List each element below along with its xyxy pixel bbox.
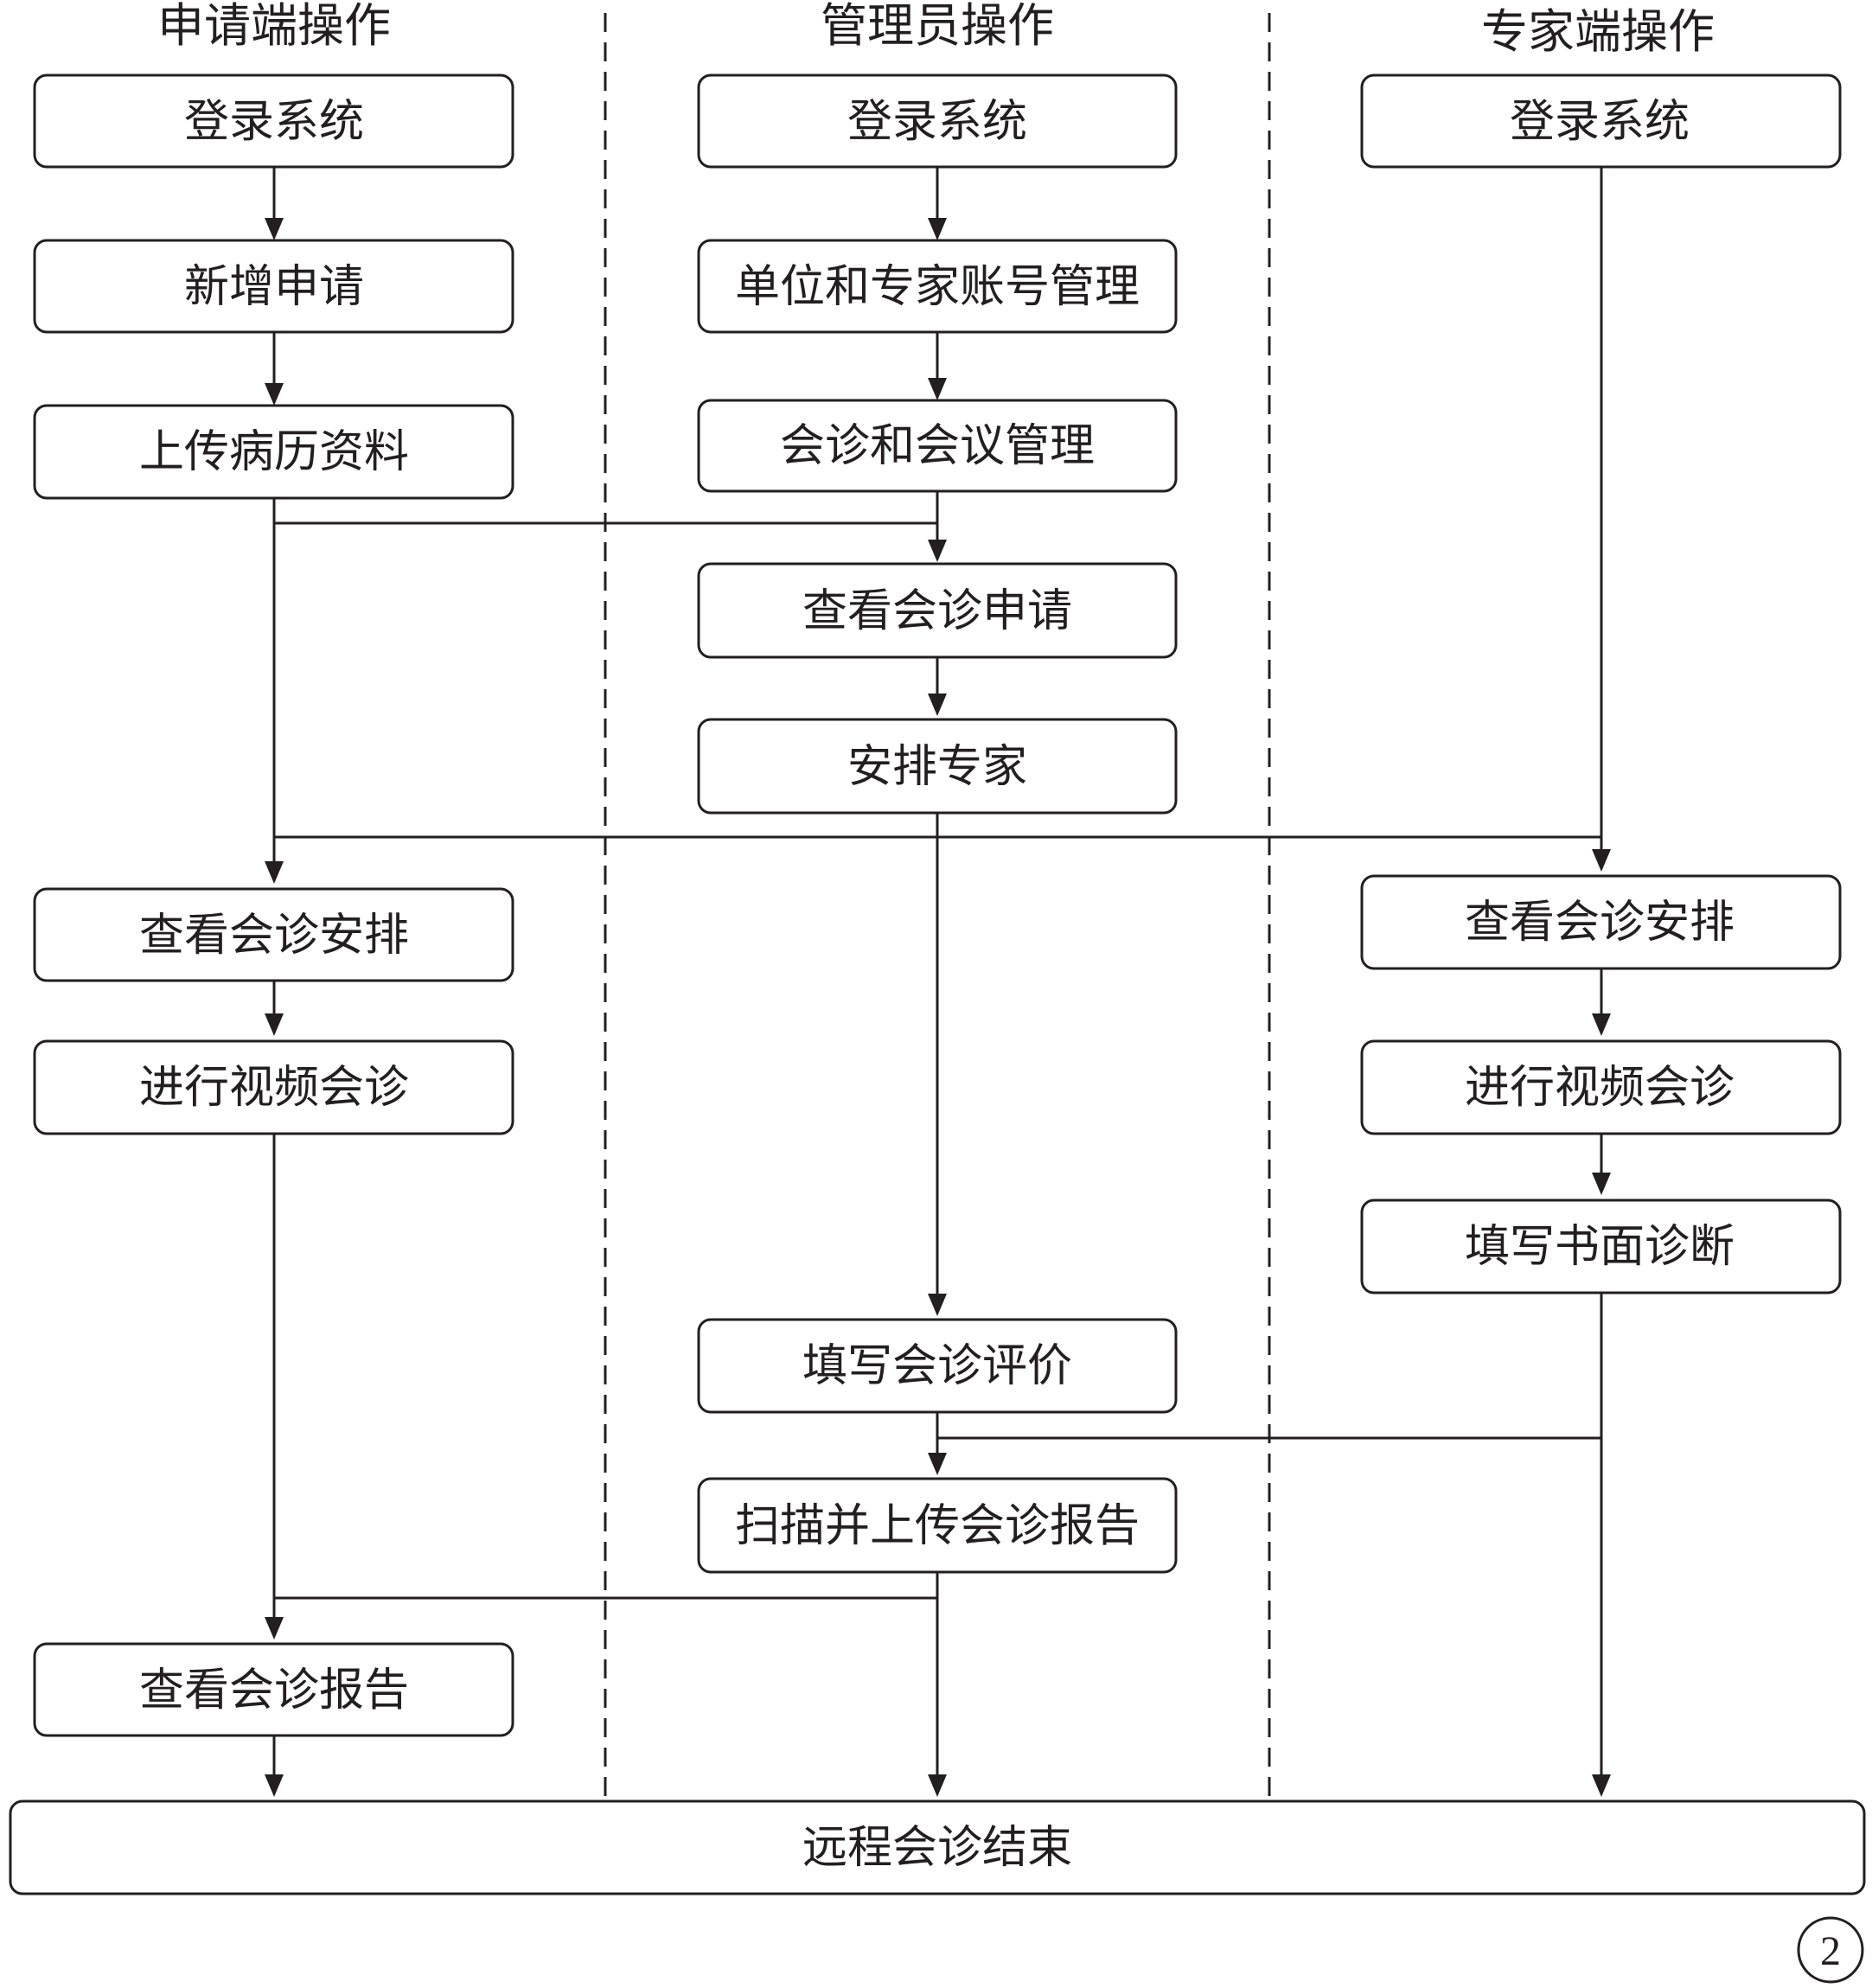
svg-text:单位和专家账号管理: 单位和专家账号管理	[735, 263, 1140, 312]
step-admin-login: 登录系统	[697, 74, 1178, 169]
step-admin-upload-report: 扫描并上传会诊报告	[697, 1477, 1178, 1574]
svg-text:会诊和会议管理: 会诊和会议管理	[780, 422, 1095, 471]
svg-text:安排专家: 安排专家	[847, 743, 1027, 792]
svg-text:查看会诊申请: 查看会诊申请	[802, 587, 1072, 636]
arrowhead	[1592, 849, 1611, 872]
arrowhead	[928, 540, 947, 562]
arrowhead	[928, 218, 947, 240]
step-expert-written-diagnosis: 填写书面诊断	[1360, 1199, 1842, 1294]
arrowhead	[1592, 1173, 1611, 1195]
svg-text:新增申请: 新增申请	[184, 263, 364, 312]
lane-header-expert: 专家端操作	[1481, 6, 1715, 58]
svg-text:2: 2	[1820, 1928, 1841, 1974]
step-admin-view-requests: 查看会诊申请	[697, 562, 1178, 659]
step-applicant-upload-records: 上传病历资料	[33, 404, 514, 500]
svg-text:进行视频会诊: 进行视频会诊	[139, 1064, 409, 1113]
arrowhead	[928, 694, 947, 716]
arrowhead	[1592, 1013, 1611, 1036]
svg-text:填写会诊评价: 填写会诊评价	[802, 1342, 1072, 1391]
lane-header-applicant: 申请端操作	[157, 0, 391, 52]
arrowhead	[265, 1617, 284, 1640]
step-admin-assign-experts: 安排专家	[697, 718, 1178, 815]
step-admin-fill-evaluation: 填写会诊评价	[697, 1318, 1178, 1414]
step-consultation-end: 远程会诊结束	[9, 1799, 1866, 1895]
svg-text:扫描并上传会诊报告: 扫描并上传会诊报告	[735, 1502, 1140, 1551]
lane-header-admin: 管理员操作	[821, 0, 1054, 52]
svg-text:进行视频会诊: 进行视频会诊	[1465, 1064, 1735, 1113]
svg-text:填写书面诊断: 填写书面诊断	[1465, 1223, 1735, 1272]
step-expert-view-schedule: 查看会诊安排	[1360, 874, 1842, 970]
svg-text:登录系统: 登录系统	[1510, 98, 1690, 147]
svg-text:查看会诊安排: 查看会诊安排	[1465, 898, 1735, 948]
arrowhead	[1592, 1774, 1611, 1797]
arrowhead	[928, 1774, 947, 1797]
arrowhead	[928, 378, 947, 400]
step-admin-meeting-management: 会诊和会议管理	[697, 399, 1178, 493]
step-applicant-new-request: 新增申请	[33, 239, 514, 334]
step-applicant-view-schedule: 查看会诊安排	[33, 887, 514, 982]
svg-text:上传病历资料: 上传病历资料	[139, 428, 409, 477]
step-applicant-login: 登录系统	[33, 74, 514, 169]
arrowhead	[265, 1774, 284, 1797]
step-expert-login: 登录系统	[1360, 74, 1842, 169]
step-applicant-video-consult: 进行视频会诊	[33, 1039, 514, 1135]
arrowhead	[265, 383, 284, 406]
arrowhead	[265, 861, 284, 884]
arrowhead	[265, 1013, 284, 1036]
arrowhead	[265, 218, 284, 240]
svg-text:登录系统: 登录系统	[184, 98, 364, 147]
step-expert-video-consult: 进行视频会诊	[1360, 1039, 1842, 1135]
svg-text:登录系统: 登录系统	[847, 98, 1027, 147]
svg-text:查看会诊安排: 查看会诊安排	[139, 911, 409, 961]
step-admin-account-management: 单位和专家账号管理	[697, 239, 1178, 334]
step-applicant-view-report: 查看会诊报告	[33, 1642, 514, 1737]
svg-text:查看会诊报告: 查看会诊报告	[139, 1666, 409, 1716]
arrowhead	[928, 1294, 947, 1316]
arrowhead	[928, 1453, 947, 1475]
panel-number-badge: 2	[1797, 1916, 1864, 1984]
svg-text:远程会诊结束: 远程会诊结束	[802, 1824, 1072, 1873]
